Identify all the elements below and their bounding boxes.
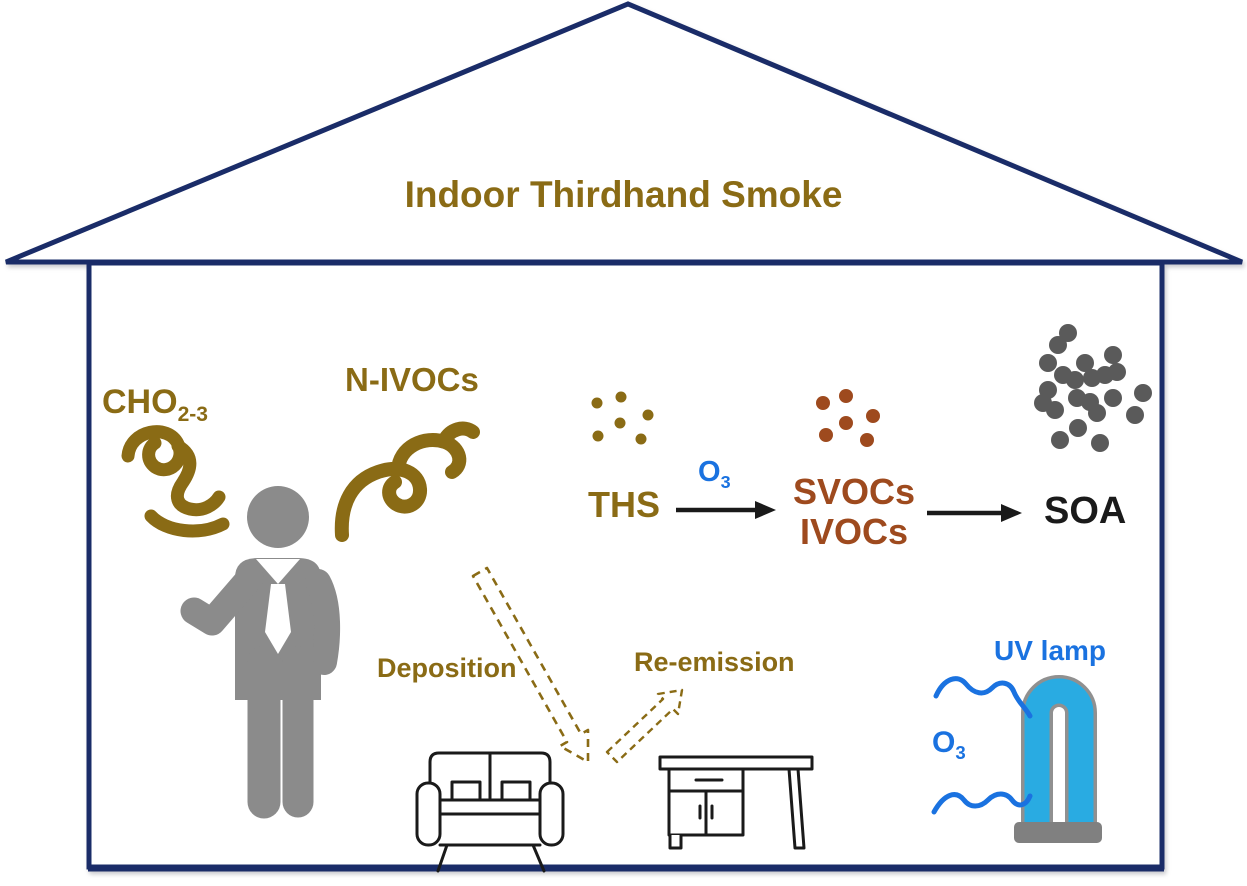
- ivocs-line: IVOCs: [799, 511, 909, 553]
- cho-label-subscript: 2-3: [177, 402, 209, 426]
- wavy-line-icon: [931, 676, 1033, 815]
- ozone-lamp-label: O3: [932, 726, 966, 762]
- ozone-lamp-label-subscript: 3: [955, 742, 966, 763]
- smoke-squiggle-icon: [121, 425, 230, 538]
- person-silhouette-icon: [180, 486, 341, 819]
- svoc-particle-dots: [816, 389, 880, 447]
- ths-particle-dots: [591, 391, 654, 445]
- ozone-lamp-label-base: O: [932, 726, 956, 759]
- ozone-reaction-label: O3: [698, 456, 731, 491]
- deposition-label: Deposition: [377, 653, 517, 683]
- right-arrow-icon: [927, 504, 1022, 522]
- lamp-base: [1014, 822, 1102, 843]
- uv-lamp-tube-icon: [1014, 675, 1102, 843]
- couch-icon: [415, 751, 565, 873]
- dashed-arrow-down-icon: [471, 566, 590, 764]
- dashed-arrow-up-icon: [605, 688, 684, 764]
- cho-label: CHO2-3: [102, 383, 208, 425]
- cho-label-base: CHO: [102, 383, 178, 421]
- ths-label: THS: [588, 484, 660, 525]
- svocs-line: SVOCs: [792, 471, 916, 512]
- tie: [265, 584, 291, 654]
- desk-icon: [658, 755, 814, 850]
- soa-label: SOA: [1044, 490, 1127, 532]
- smoke-squiggle-icon: [334, 421, 480, 542]
- shirt-collar: [256, 559, 300, 584]
- nivocs-label: N-IVOCs: [345, 361, 479, 398]
- ozone-label-subscript: 3: [720, 471, 731, 492]
- soa-particle-cluster: [1034, 324, 1152, 452]
- right-arrow-icon: [676, 501, 776, 519]
- house-roof: [5, 1, 1243, 265]
- figure-title: Indoor Thirdhand Smoke: [404, 174, 843, 215]
- reemission-label: Re-emission: [634, 647, 795, 677]
- ozone-label-base: O: [698, 456, 721, 488]
- uv-lamp-label: UV lamp: [994, 635, 1107, 666]
